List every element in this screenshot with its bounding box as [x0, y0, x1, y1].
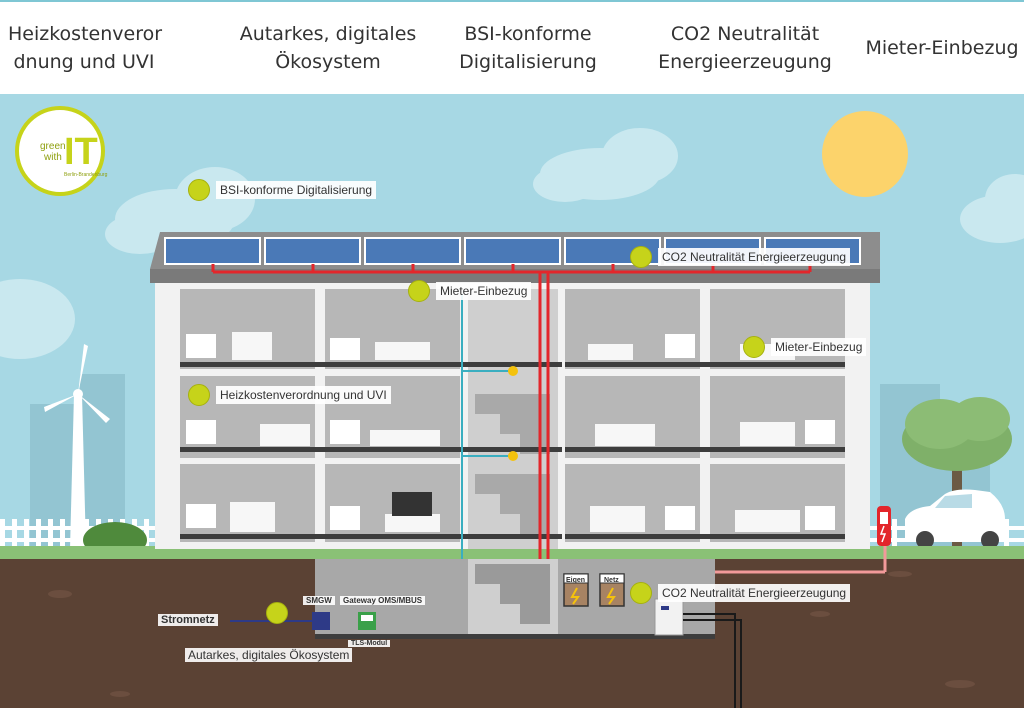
netz-label: Netz [604, 577, 619, 584]
sun [822, 111, 908, 197]
floor-slabs [180, 362, 845, 539]
cloud [960, 174, 1024, 243]
hotspot-bsi-digitalisierung[interactable]: BSI-konforme Digitalisierung [188, 179, 377, 201]
hotspot-label: Mieter-Einbezug [771, 338, 867, 356]
hotspot-label: CO2 Neutralität Energieerzeugung [658, 248, 851, 266]
sensor-icon [508, 366, 518, 376]
hotspot-dot [266, 602, 288, 624]
meter-netz [599, 573, 625, 607]
hotspot-dot [630, 582, 652, 604]
stromnetz-label: Stromnetz [158, 614, 218, 626]
hotspot-mieter-einbezug-2[interactable]: Mieter-Einbezug [743, 336, 867, 358]
hotspot-label: Mieter-Einbezug [436, 282, 532, 300]
hotspot-autarkes-oekosystem[interactable] [266, 602, 288, 624]
hotspot-co2-roof[interactable]: CO2 Neutralität Energieerzeugung [630, 246, 851, 268]
hotspot-label: CO2 Neutralität Energieerzeugung [658, 584, 851, 602]
svg-text:with: with [43, 152, 62, 163]
ev-charger-icon [877, 506, 891, 546]
autarkes-oekosystem-label: Autarkes, digitales Ökosystem [185, 648, 353, 662]
gateway-label: Gateway OMS/MBUS [340, 596, 426, 605]
tls-modul-label: TLS-Modul [348, 640, 391, 647]
cloud [0, 279, 75, 359]
svg-text:Berlin-Brandenburg: Berlin-Brandenburg [64, 172, 108, 178]
hotspot-co2-basement[interactable]: CO2 Neutralität Energieerzeugung [630, 582, 851, 604]
hotspot-dot [188, 179, 210, 201]
smgw-label: SMGW [303, 596, 335, 605]
meter-eigen [563, 573, 589, 607]
hotspot-label: BSI-konforme Digitalisierung [216, 181, 377, 199]
smgw-device [312, 612, 330, 630]
hotspot-dot [188, 384, 210, 406]
grass [0, 546, 1024, 559]
eigen-label: Eigen [566, 577, 586, 584]
inverter-device [654, 598, 684, 636]
building-diagram: green with IT Berlin-Brandenburg BSI-kon… [0, 94, 1024, 708]
hotspot-dot [630, 246, 652, 268]
hotspot-mieter-einbezug-1[interactable]: Mieter-Einbezug [408, 280, 532, 302]
cable [683, 613, 742, 708]
tab-mieter-einbezug[interactable]: Mieter-Einbezug [865, 37, 1019, 59]
hotspot-dot [408, 280, 430, 302]
hotspot-heizkostenverordnung[interactable]: Heizkostenverordnung und UVI [188, 384, 391, 406]
radiator-icon [186, 334, 835, 530]
cloud [533, 128, 678, 202]
hotspot-label: Heizkostenverordnung und UVI [216, 386, 391, 404]
svg-text:IT: IT [64, 131, 98, 173]
wind-turbine [44, 344, 110, 549]
electric-car [905, 489, 1005, 549]
svg-text:green: green [40, 141, 66, 152]
hotspot-dot [743, 336, 765, 358]
tv-icon [392, 492, 432, 516]
green-with-it-logo: green with IT Berlin-Brandenburg [15, 106, 108, 196]
sensor-icon [508, 451, 518, 461]
